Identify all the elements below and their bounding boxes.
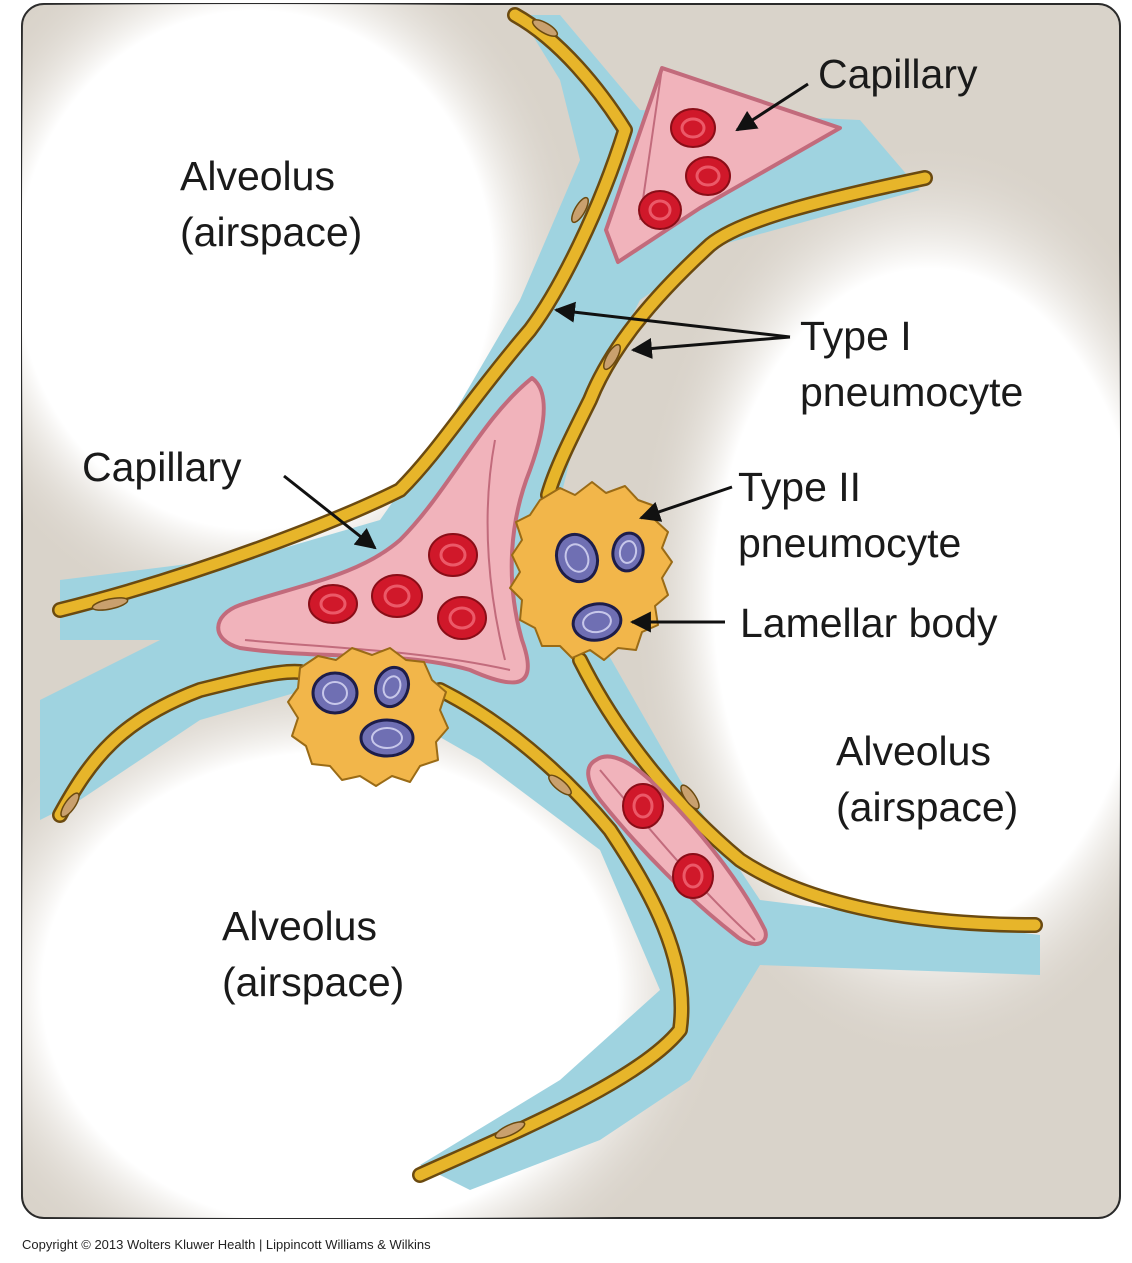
label-lamellar-body: Lamellar body <box>740 600 998 646</box>
label-alveolus-right: Alveolus (airspace) <box>836 728 1018 830</box>
red-blood-cells <box>308 108 731 899</box>
rbc-highlights <box>319 117 721 889</box>
label-type1-pneumocyte: Type I pneumocyte <box>800 313 1023 415</box>
copyright-notice: Copyright © 2013 Wolters Kluwer Health |… <box>22 1237 431 1252</box>
label-type2-pneumocyte: Type II pneumocyte <box>738 464 961 566</box>
label-capillary-left: Capillary <box>82 444 242 490</box>
alveolus-right <box>630 140 1120 1060</box>
type1-membranes <box>52 7 1043 1183</box>
label-capillary-top: Capillary <box>818 51 978 97</box>
lamellar-whorls <box>322 540 638 749</box>
label-alveolus-bottom-left: Alveolus (airspace) <box>222 903 404 1005</box>
type1-nuclei <box>60 19 700 1139</box>
alveolus-top-left <box>22 4 585 630</box>
label-alveolus-top-left: Alveolus (airspace) <box>180 153 362 255</box>
arrow-icon <box>283 82 809 633</box>
lamellar-bodies <box>311 531 645 758</box>
